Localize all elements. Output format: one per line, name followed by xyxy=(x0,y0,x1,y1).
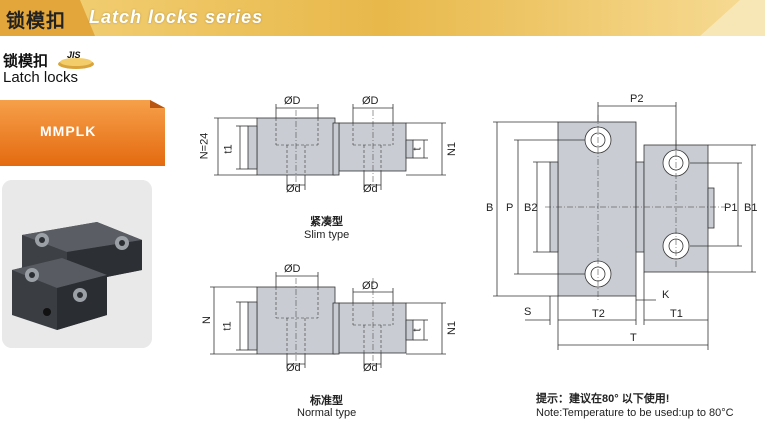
normal-t1-label: t1 xyxy=(221,321,234,331)
banner-title-cn: 锁模扣 xyxy=(6,11,67,32)
plan-t1-label: T1 xyxy=(670,308,683,320)
product-photo xyxy=(2,180,152,348)
slim-n1-label: N1 xyxy=(446,141,459,157)
normal-type-diagram xyxy=(210,272,446,368)
slim-big-d2-label: ØD xyxy=(362,95,379,107)
latch-lock-illustration xyxy=(2,180,152,348)
slim-big-d-label: ØD xyxy=(284,95,301,107)
usage-note-cn: 提示：建议在80° 以下使用! xyxy=(536,393,670,405)
banner-background xyxy=(0,0,765,36)
product-name-cn: 锁模扣 xyxy=(3,53,49,70)
normal-big-d-label: ØD xyxy=(284,263,301,275)
plan-b-label: B xyxy=(486,202,494,214)
plan-p1-label: P1 xyxy=(724,202,738,214)
jis-badge-label: JIS xyxy=(67,50,81,60)
normal-caption-cn: 标准型 xyxy=(310,395,343,407)
normal-n1-label: N1 xyxy=(446,320,459,336)
slim-small-d2-label: Ød xyxy=(363,183,378,195)
plan-t-label: T xyxy=(630,332,637,344)
header-banner: 锁模扣 Latch locks series xyxy=(0,0,765,36)
normal-small-d-label: Ød xyxy=(286,362,301,374)
plan-b2-label: B2 xyxy=(524,202,538,214)
normal-small-d2-label: Ød xyxy=(363,362,378,374)
plan-k-label: K xyxy=(662,289,670,301)
model-tab-background xyxy=(0,100,165,166)
normal-height-label: N xyxy=(200,316,213,324)
banner-title-en: Latch locks series xyxy=(89,7,264,27)
model-code: MMPLK xyxy=(40,123,97,139)
plan-p2-label: P2 xyxy=(630,93,644,105)
jis-standard-icon xyxy=(58,58,94,69)
plan-view-diagram xyxy=(493,102,756,350)
slim-t1-label: t1 xyxy=(222,144,235,154)
slim-caption-cn: 紧凑型 xyxy=(310,216,343,228)
normal-big-d2-label: ØD xyxy=(362,280,379,292)
normal-caption-en: Normal type xyxy=(297,407,357,419)
slim-small-d-label: Ød xyxy=(286,183,301,195)
product-name-en: Latch locks xyxy=(3,69,79,86)
plan-t2-label: T2 xyxy=(592,308,605,320)
slim-type-diagram xyxy=(214,104,446,190)
slim-height-label: N=24 xyxy=(198,132,211,160)
slim-caption-en: Slim type xyxy=(304,229,350,241)
usage-note-en: Note:Temperature to be used:up to 80°C xyxy=(536,407,734,419)
plan-s-label: S xyxy=(524,306,532,318)
plan-b1-label: B1 xyxy=(744,202,758,214)
plan-p-label: P xyxy=(506,202,514,214)
normal-t-label: t xyxy=(411,328,424,332)
slim-t-label: t xyxy=(411,147,424,151)
